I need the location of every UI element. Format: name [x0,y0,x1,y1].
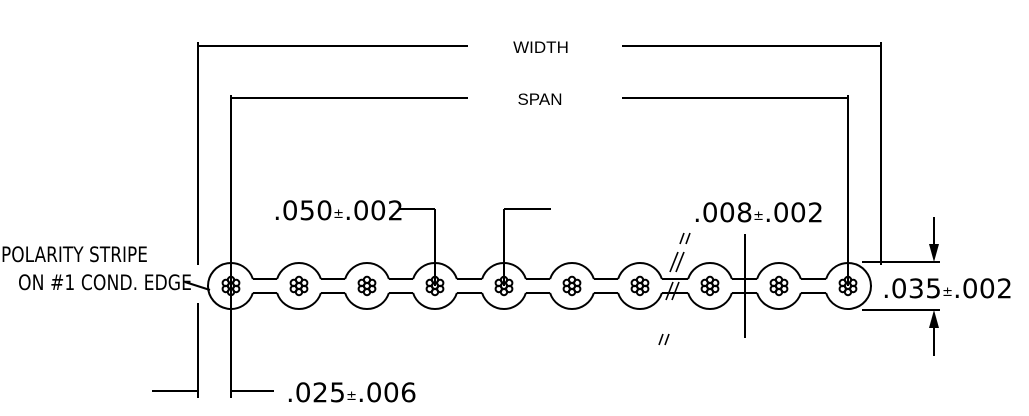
conductor-strand-icon [640,278,650,288]
conductor-insulation-top [276,262,322,280]
conductor-strand-icon [435,278,445,288]
conductor-strand-icon [367,278,377,288]
edge-distance-value: .025±.006 [286,378,417,409]
break-marks-icon [658,232,691,346]
ribbon-cable [207,262,872,310]
conductor-insulation-bottom [207,285,254,310]
conductor-strand-icon [848,278,858,288]
conductor-insulation-bottom [687,292,733,310]
conductor-insulation-top [412,262,458,280]
thickness-arrow-bottom-icon [929,310,939,328]
conductor-insulation-bottom [344,292,390,310]
conductor-insulation-bottom [276,292,322,310]
web-thickness-value: .008±.002 [693,198,824,229]
conductor-insulation-top [617,262,663,280]
conductor-insulation-top [344,262,390,280]
conductor-insulation-top [825,262,872,287]
conductor-strand-icon [504,278,514,288]
span-dimension: SPAN [231,90,848,109]
width-label: WIDTH [513,38,569,57]
polarity-note-line1: POLARITY STRIPE [1,243,148,267]
conductor-insulation-top [481,262,527,280]
conductor-insulation-top [756,262,802,280]
width-dimension: WIDTH [198,38,881,57]
thickness-arrow-top-icon [929,244,939,262]
conductor-strand-icon [710,278,720,288]
polarity-stripe-leader [184,281,211,291]
pitch-value: .050±.002 [273,196,404,227]
conductor-insulation-bottom [549,292,595,310]
conductor-insulation-bottom [481,292,527,310]
conductor-insulation-top [207,262,254,287]
conductor-insulation-bottom [617,292,663,310]
conductor-insulation-top [549,262,595,280]
conductor-insulation-bottom [825,285,872,310]
polarity-note-line2: ON #1 COND. EDGE [18,271,192,295]
conductor-strand-icon [779,278,789,288]
conductor-insulation-top [687,262,733,280]
span-label: SPAN [517,90,562,109]
conductor-strand-icon [299,278,309,288]
conductor-strand-icon [231,278,241,288]
conductor-strand-icon [572,278,582,288]
conductor-insulation-bottom [412,292,458,310]
thickness-value: .035±.002 [882,274,1013,305]
conductor-insulation-bottom [756,292,802,310]
